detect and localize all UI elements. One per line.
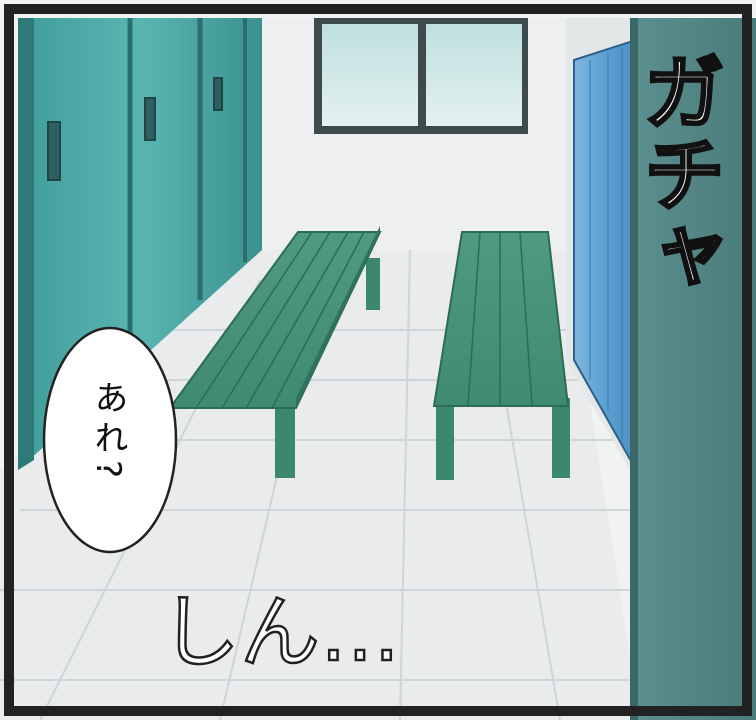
locker-handle — [213, 77, 223, 111]
panel-border — [4, 4, 752, 716]
bench-left — [168, 226, 382, 478]
speech-bubble-text: あれ? — [88, 380, 128, 484]
bench-right — [432, 231, 570, 480]
locker-handle — [144, 97, 156, 141]
locker-handle — [47, 121, 61, 181]
foreground-door — [630, 18, 756, 720]
curtain-folds — [589, 48, 623, 440]
foreground-door-edge — [630, 18, 638, 720]
window-pane-left — [322, 24, 418, 126]
silence-sound-effect: しん… — [160, 586, 400, 679]
door-sound-effect: ガチャ — [629, 50, 724, 296]
speech-bubble — [42, 326, 178, 554]
window-pane-right — [426, 24, 522, 126]
